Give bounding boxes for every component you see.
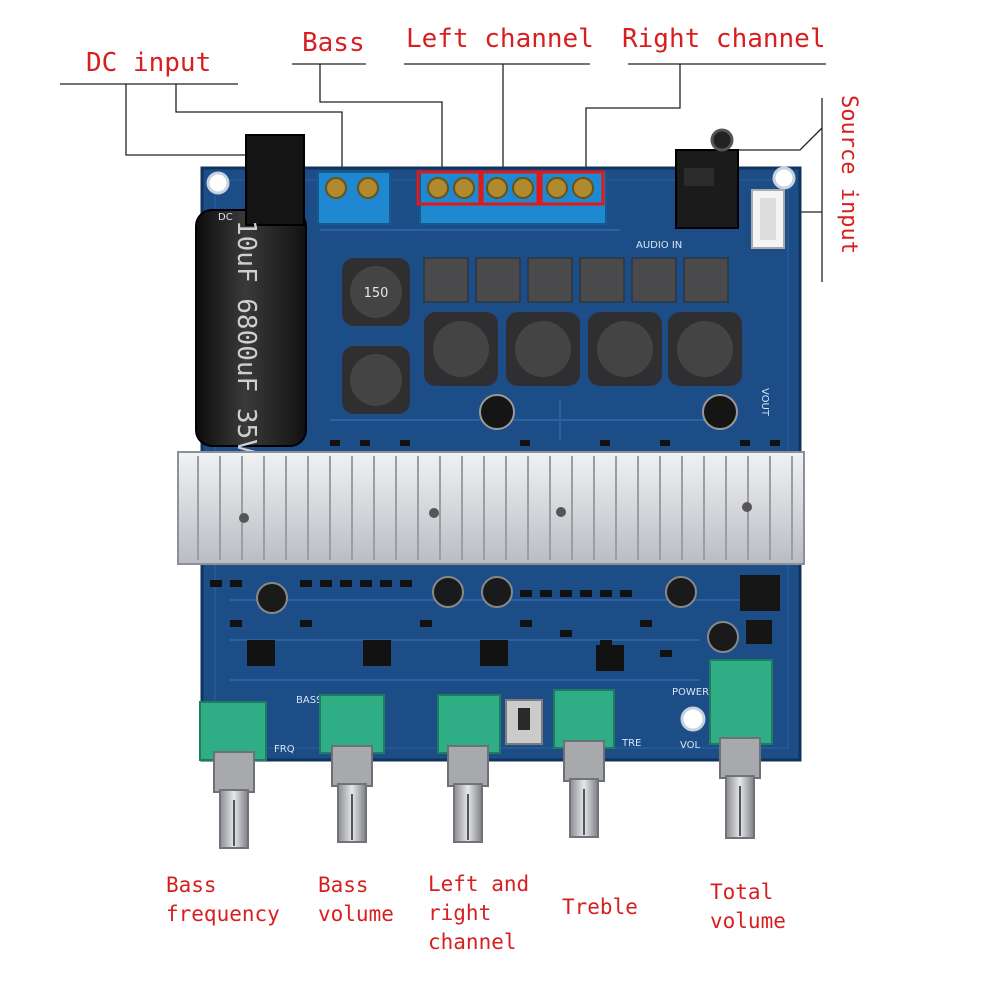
silk-dc: DC bbox=[218, 212, 233, 223]
label-right-channel: Right channel bbox=[622, 24, 826, 54]
main-capacitor: 10uF 6800uF 35V bbox=[195, 134, 307, 455]
label-source-input: Source input bbox=[836, 95, 861, 254]
power-switch bbox=[505, 699, 543, 745]
label-total-volume: Total volume bbox=[710, 880, 786, 933]
resistor-blocks bbox=[423, 257, 729, 303]
silkscreen: DC AUDIO IN BASS FRQ TRE VOL POWER VOUT bbox=[218, 212, 770, 755]
silk-tre: TRE bbox=[621, 738, 641, 749]
silk-audio-in: AUDIO IN bbox=[636, 240, 682, 251]
label-treble: Treble bbox=[562, 895, 638, 919]
label-left-channel: Left channel bbox=[406, 24, 594, 54]
inductor-marking: 150 bbox=[364, 286, 389, 301]
speaker-terminal-block bbox=[416, 170, 607, 225]
heatsink bbox=[177, 451, 805, 565]
label-bass-frequency: Bass frequency bbox=[166, 873, 280, 926]
pot-total-volume bbox=[709, 659, 773, 839]
pot-bass-frequency bbox=[199, 701, 267, 849]
silk-bass: BASS bbox=[296, 695, 322, 706]
silk-power: POWER bbox=[672, 687, 709, 698]
pot-treble bbox=[553, 689, 615, 838]
label-left-right-channel: Left and right channel bbox=[428, 872, 530, 954]
silk-vol: VOL bbox=[680, 740, 701, 751]
capacitor-marking: 10uF 6800uF 35V bbox=[231, 220, 261, 455]
label-dc-input: DC input bbox=[86, 48, 212, 78]
pot-bass-volume bbox=[319, 694, 385, 843]
silk-frq: FRQ bbox=[274, 744, 295, 755]
source-header bbox=[751, 189, 785, 249]
silk-vout: VOUT bbox=[759, 388, 770, 417]
small-capacitors bbox=[256, 394, 739, 653]
pot-left-right bbox=[437, 694, 501, 843]
inductors: 150 bbox=[342, 258, 742, 414]
dc-terminal-block bbox=[317, 171, 391, 225]
audio-jack bbox=[675, 128, 739, 229]
label-bass-volume: Bass volume bbox=[318, 873, 394, 926]
potentiometers bbox=[199, 659, 773, 849]
label-bass: Bass bbox=[302, 28, 365, 58]
